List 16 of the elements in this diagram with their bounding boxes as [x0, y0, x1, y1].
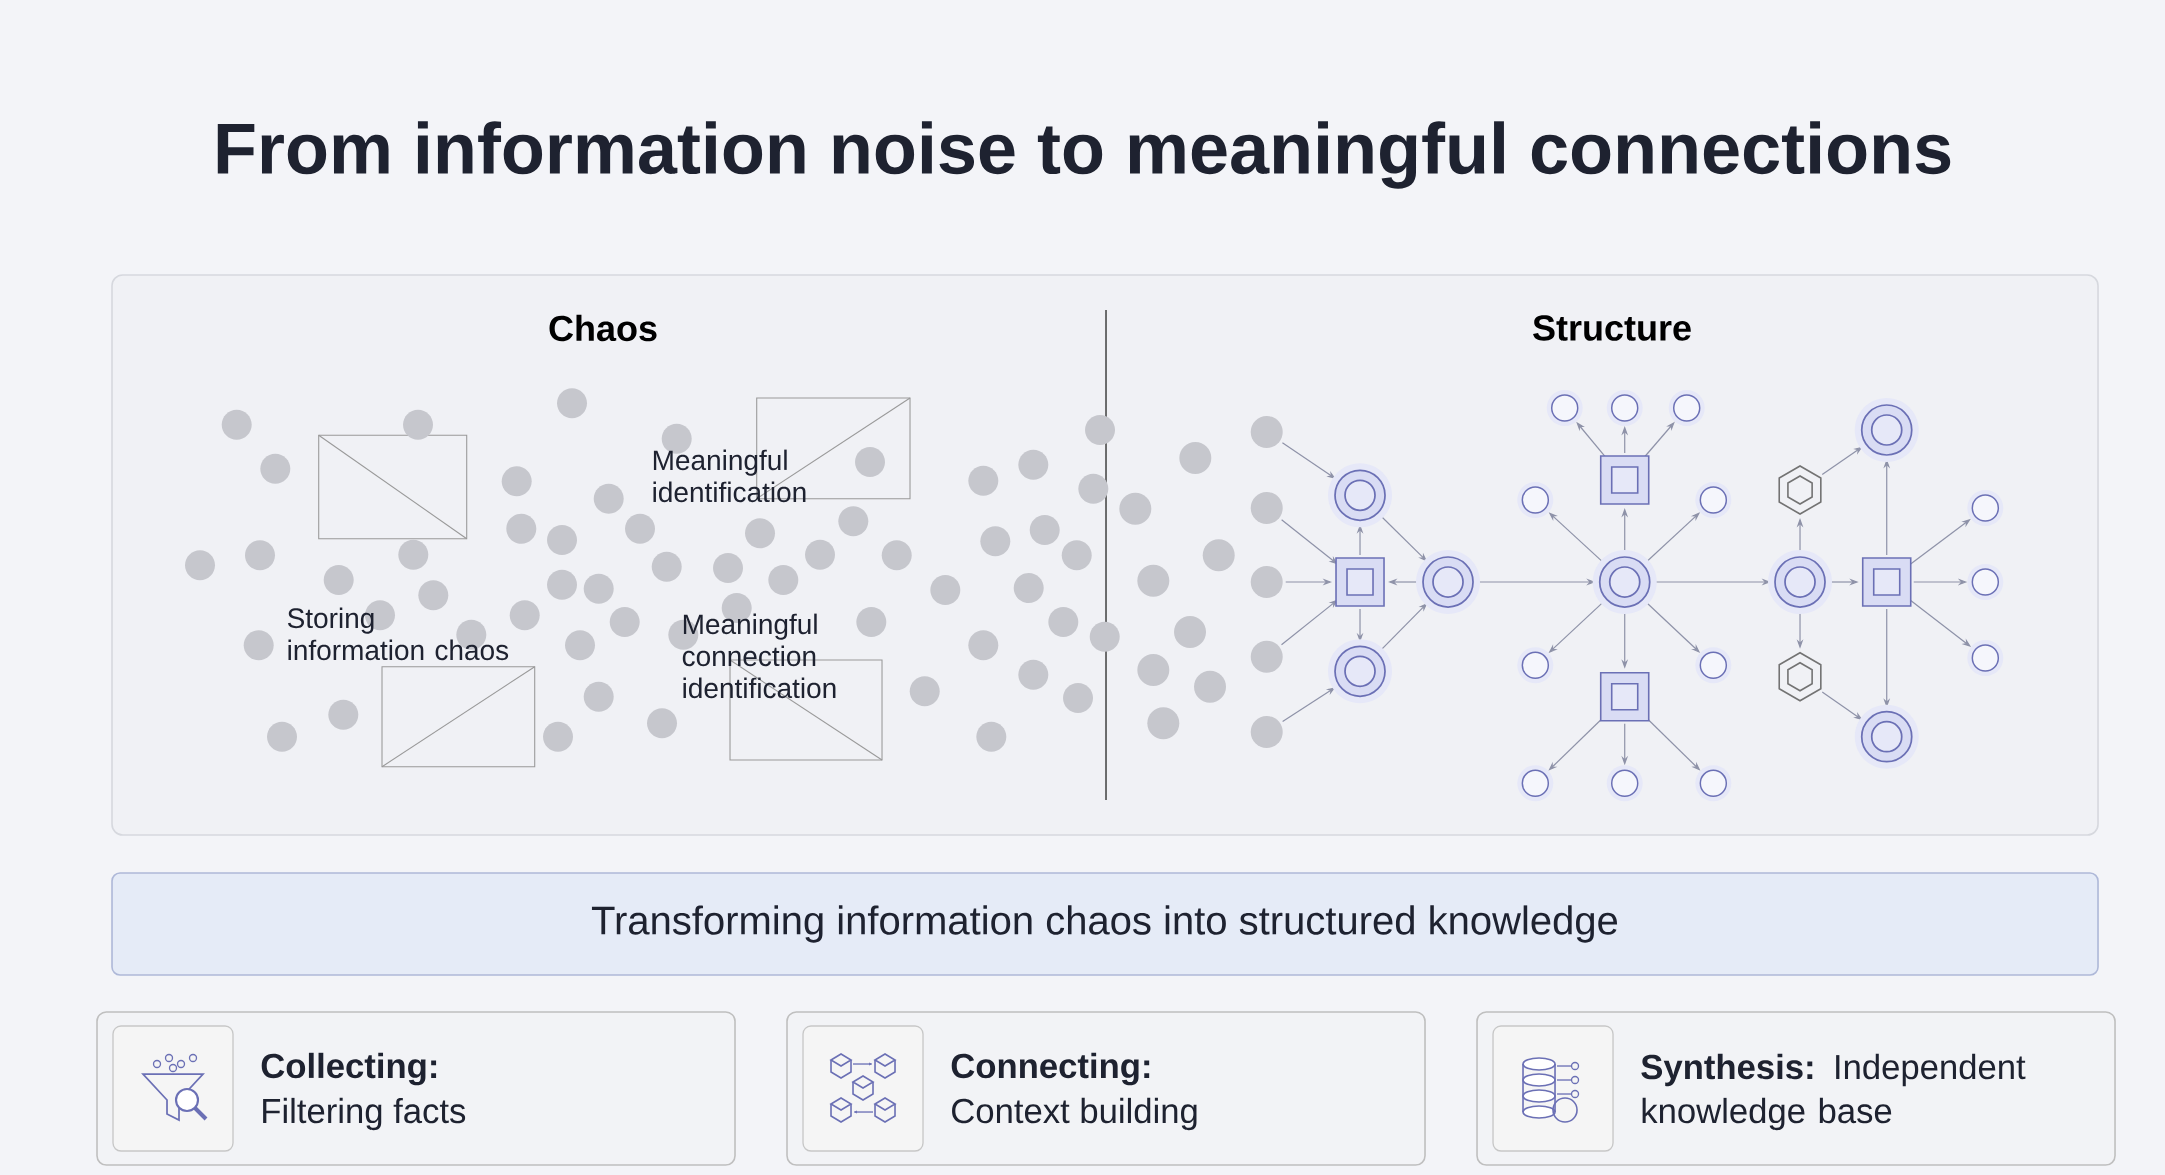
- card: [1476, 1011, 2116, 1166]
- panel-heading: Chaos: [549, 314, 657, 342]
- card-text: Synthesis: Independent knowledge base: [1641, 1053, 2026, 1131]
- annotation-text: Meaningful connection identification: [682, 613, 836, 699]
- card: [96, 1011, 736, 1166]
- card-text: Filtering facts: [263, 1097, 466, 1131]
- card-text: Context building: [952, 1097, 1197, 1131]
- title: From information noise to meaningful connections: [217, 121, 1951, 189]
- panel-heading: Structure: [1533, 315, 1691, 341]
- panel: [111, 274, 2099, 836]
- annotation-text: Storing information chaos: [287, 607, 509, 661]
- card-heading: Connecting:: [951, 1052, 1150, 1086]
- card: [786, 1011, 1426, 1166]
- annotation-text: Meaningful identification: [653, 449, 806, 503]
- banner: Transforming information chaos into structured knowledge: [111, 872, 2099, 976]
- card-heading: Collecting:: [261, 1052, 437, 1086]
